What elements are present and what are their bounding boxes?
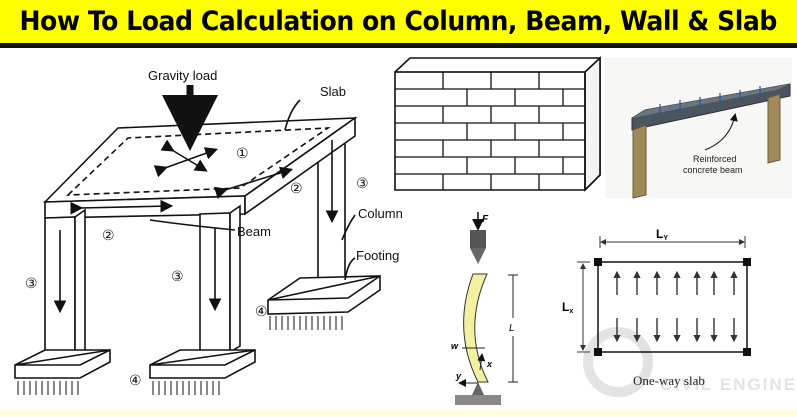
ly-label: LY bbox=[656, 227, 668, 242]
bottom-strip bbox=[0, 409, 797, 417]
y-axis-label: y bbox=[455, 371, 462, 381]
force-label: F bbox=[482, 214, 489, 225]
page-title: How To Load Calculation on Column, Beam,… bbox=[19, 6, 778, 37]
length-label: L bbox=[509, 323, 515, 334]
beam-photo-label-2: concrete beam bbox=[683, 165, 743, 175]
slab-caption: One-way slab bbox=[633, 373, 705, 388]
footing-mid bbox=[149, 349, 256, 379]
marker-2a: ② bbox=[290, 181, 303, 197]
lx-label: Lx bbox=[562, 300, 573, 315]
watermark-text: CIVIL ENGINEERING bbox=[660, 375, 797, 394]
footing-left bbox=[14, 349, 111, 379]
footing-label: Footing bbox=[356, 248, 399, 263]
title-banner: How To Load Calculation on Column, Beam,… bbox=[0, 0, 797, 48]
marker-4a: ④ bbox=[255, 304, 268, 320]
load-path-arrows bbox=[53, 85, 356, 314]
marker-2b: ② bbox=[102, 228, 115, 244]
footing-back bbox=[267, 275, 381, 315]
beam-photo-label-1: Reinforced bbox=[693, 154, 737, 164]
column-buckling-diagram: F L w x y bbox=[451, 212, 518, 405]
footing-reaction-arrows bbox=[17, 316, 343, 395]
marker-3b: ③ bbox=[25, 276, 38, 292]
brick-wall bbox=[394, 56, 601, 192]
beam-label: Beam bbox=[237, 224, 271, 239]
x-axis-label: x bbox=[486, 359, 493, 369]
column-label: Column bbox=[358, 206, 403, 221]
beam-photo: Reinforced concrete beam bbox=[605, 58, 792, 199]
watermark: CIVIL ENGINEERING bbox=[583, 327, 797, 397]
marker-4b: ④ bbox=[129, 373, 142, 389]
gravity-load-label: Gravity load bbox=[148, 68, 217, 83]
width-label: w bbox=[451, 341, 459, 351]
wood-post-right bbox=[767, 93, 781, 164]
marker-3c: ③ bbox=[171, 269, 184, 285]
wood-post-left bbox=[632, 124, 647, 199]
one-way-slab-diagram: LY Lx One-way slab bbox=[562, 227, 751, 388]
marker-1: ① bbox=[236, 146, 249, 162]
marker-3a: ③ bbox=[356, 176, 369, 192]
slab-label: Slab bbox=[320, 84, 346, 99]
